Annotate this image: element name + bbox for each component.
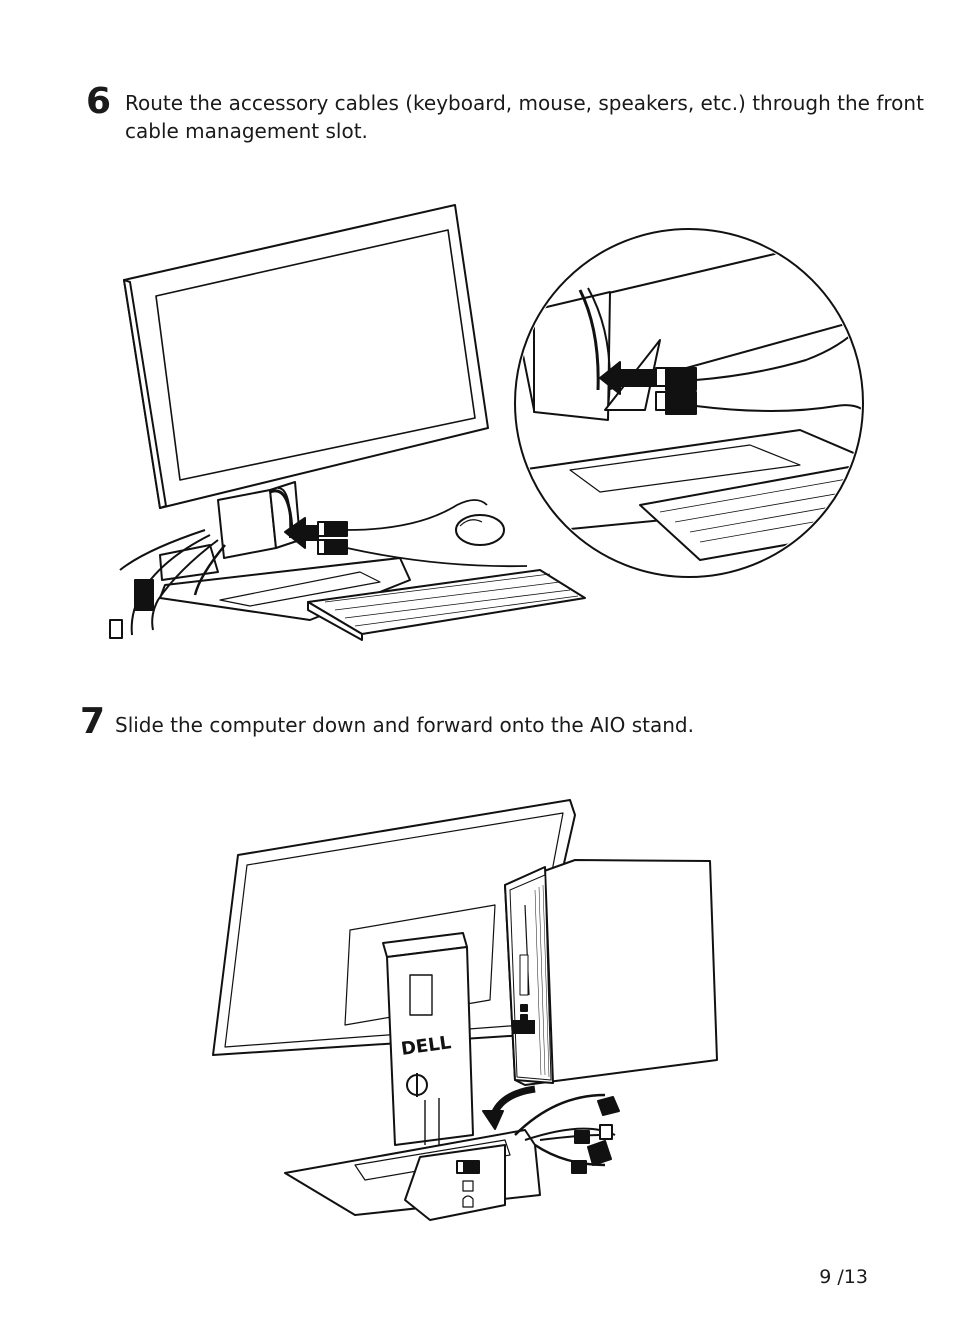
step-6-text: Route the accessory cables (keyboard, mo…: [125, 89, 925, 145]
step-7-text-line-1: Slide the computer down and forward onto…: [115, 713, 694, 737]
computer-mounting-illustration: DELL: [212, 799, 718, 1221]
step-7-number: 7: [80, 701, 106, 742]
figure-cable-routing: [100, 200, 870, 650]
monitor-screen: [155, 229, 476, 481]
page-number: 9 /13: [819, 1266, 868, 1288]
step-6-number: 6: [86, 81, 112, 122]
stand-column: [386, 946, 474, 1146]
figure-computer-mounting: DELL: [205, 795, 725, 1225]
step-7-text: Slide the computer down and forward onto…: [115, 711, 915, 739]
step-6-text-line-2: cable management slot.: [125, 119, 368, 143]
mouse: [455, 514, 505, 546]
step-6-text-line-1: Route the accessory cables (keyboard, mo…: [125, 91, 924, 115]
cable-routing-illustration: [109, 204, 864, 641]
